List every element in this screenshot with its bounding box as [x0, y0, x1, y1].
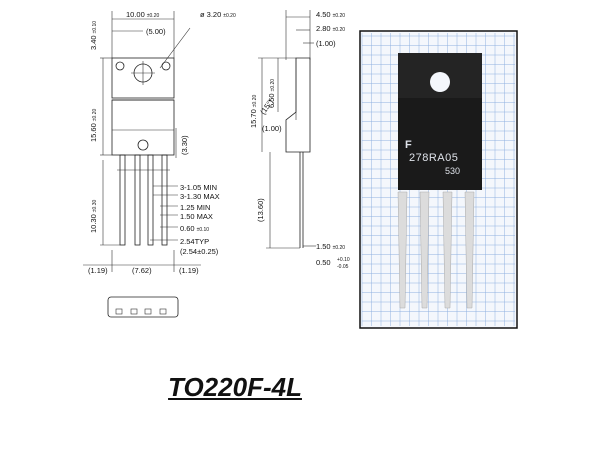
dim-lead-t-tol-dn: -0.05	[337, 264, 349, 270]
dim-bend: 1.50±0.20	[316, 242, 345, 251]
front-view: 10.00±0.20 ø 3.20±0.20 (5.00) 3.40±0.10 …	[83, 10, 236, 318]
dim-body-height: 15.60±0.20	[89, 109, 98, 142]
photo-leads	[397, 191, 475, 309]
component-photo: F 278RA05 530	[359, 30, 518, 329]
dim-pitch-2: (2.54±0.25)	[180, 247, 219, 256]
dim-tab-height: 3.40±0.10	[89, 21, 98, 50]
dim-lead-w1: 3-1.05 MIN	[180, 183, 217, 192]
dim-span: (7.62)	[132, 266, 152, 275]
dim-depth: 4.50±0.20	[316, 10, 345, 19]
dim-lead-height: 10.30±0.30	[89, 200, 98, 233]
dim-edge-left: (1.19)	[88, 266, 108, 275]
dim-side-step: (1.00)	[262, 124, 282, 133]
photo-marking-1: 278RA05	[409, 152, 458, 164]
dim-side-tab: 6.50±0.20	[267, 79, 276, 108]
dim-side-top: (1.00)	[316, 39, 336, 48]
dim-width-top: 10.00±0.20	[126, 10, 159, 19]
dim-side-body: 15.70±0.20	[249, 95, 258, 128]
dim-hole-diameter: ø 3.20±0.20	[200, 10, 236, 19]
dim-lead-w4: 1.50 MAX	[180, 212, 213, 221]
dim-lead-w2: 3-1.30 MAX	[180, 192, 220, 201]
photo-marking-2: 530	[445, 166, 460, 176]
dim-pitch: 2.54TYP	[180, 237, 209, 246]
front-leads	[117, 154, 170, 246]
bottom-view	[107, 296, 179, 318]
dim-lead-w3: 1.25 MIN	[180, 203, 210, 212]
dim-side-lead: (13.60)	[256, 198, 265, 222]
photo-logo: F	[405, 139, 412, 151]
dim-hole-offset: (5.00)	[146, 27, 166, 36]
dim-lead-thickness: 0.60±0.10	[180, 224, 209, 233]
dim-lead-t-tol-up: +0.10	[337, 257, 350, 263]
dim-depth-2: 2.80±0.20	[316, 24, 345, 33]
package-title: TO220F-4L	[168, 372, 302, 402]
side-view: 4.50±0.20 2.80±0.20 (1.00) 15.70±0.20 6.…	[249, 10, 350, 270]
dim-lead-t: 0.50	[316, 258, 331, 267]
dim-shoulder: (3.30)	[180, 135, 189, 155]
dim-edge-right: (1.19)	[179, 266, 199, 275]
